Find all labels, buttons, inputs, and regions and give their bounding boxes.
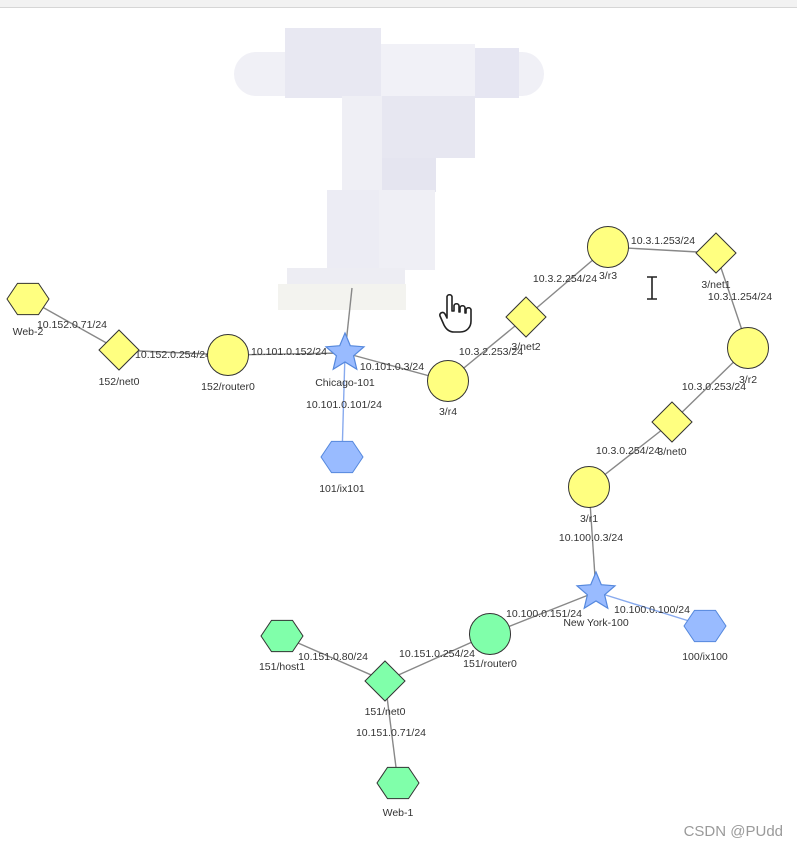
node-net151[interactable]: 151/net0 [364,660,406,718]
node-r1[interactable]: 3/r1 [568,466,610,526]
edge-label: 10.3.1.253/24 [631,235,695,247]
diamond-node-shape[interactable] [505,296,547,338]
node-ix100[interactable]: 100/ix100 [682,609,728,663]
circle-node-shape[interactable] [427,360,469,402]
edge-label: 10.152.0.71/24 [37,319,107,331]
node-label: 3/r4 [439,406,457,418]
node-r4[interactable]: 3/r4 [427,360,469,419]
hexagon-node-shape[interactable] [683,609,727,643]
node-net2[interactable]: 3/net2 [505,296,547,353]
edge-label: 10.3.2.253/24 [459,346,523,358]
node-label: 151/router0 [463,658,517,670]
edge-label: 10.100.0.3/24 [559,532,623,544]
node-label: New York-100 [563,617,629,629]
edge-label: 10.100.0.100/24 [614,604,690,616]
edge-label: 10.3.1.254/24 [708,291,772,303]
node-label: 3/r3 [599,270,617,282]
edge-newyork-ix100 [595,591,706,627]
node-label: 101/ix101 [319,483,365,495]
node-web1[interactable]: Web-1 [376,766,420,819]
edge-label: 10.151.0.254/24 [399,648,475,660]
diamond-node-shape[interactable] [651,401,693,443]
edge-label: 10.3.0.254/24 [596,445,660,457]
circle-node-shape[interactable] [568,466,610,508]
node-label: 3/net1 [701,279,730,291]
diamond-node-shape[interactable] [98,329,140,371]
node-router151[interactable]: 151/router0 [463,613,517,671]
node-label: 3/r2 [739,374,757,386]
text-cursor-icon [647,276,657,300]
node-r3[interactable]: 3/r3 [587,226,629,283]
node-label: 151/net0 [365,706,406,718]
browser-top-bar [0,0,797,8]
diamond-node-shape[interactable] [364,660,406,702]
node-net152[interactable]: 152/net0 [98,329,140,388]
hexagon-node-shape[interactable] [260,619,304,653]
edge-label: 10.101.0.3/24 [360,361,424,373]
node-host151[interactable]: 151/host1 [259,619,305,673]
node-label: 100/ix100 [682,651,728,663]
node-label: Chicago-101 [315,377,375,389]
edge-label: 10.3.2.254/24 [533,273,597,285]
edge-label: 10.151.0.71/24 [356,727,426,739]
node-label: 3/net0 [657,446,686,458]
edge-label: 10.101.0.152/24 [251,346,327,358]
node-net0[interactable]: 3/net0 [651,401,693,458]
node-label: 3/net2 [511,341,540,353]
node-net1[interactable]: 3/net1 [695,232,737,291]
node-ix101[interactable]: 101/ix101 [319,440,365,495]
diamond-node-shape[interactable] [695,232,737,274]
edge-host151-net151 [281,635,386,682]
hexagon-node-shape[interactable] [6,282,50,316]
circle-node-shape[interactable] [727,327,769,369]
node-chicago[interactable]: Chicago-101 [315,331,375,389]
redacted-region [234,28,544,310]
node-label: 152/router0 [201,381,255,393]
edge-label: 10.101.0.101/24 [306,399,382,411]
node-web2[interactable]: Web-2 [6,282,50,338]
edge-label: 10.3.0.253/24 [682,381,746,393]
hand-pointer-cursor-icon [439,294,472,333]
edge-label: 10.151.0.80/24 [298,651,368,663]
star-node-shape[interactable] [575,570,617,610]
circle-node-shape[interactable] [587,226,629,268]
edge-chicago-ix101 [341,352,346,458]
star-node-shape[interactable] [324,331,366,371]
node-newyork[interactable]: New York-100 [563,570,629,629]
hexagon-node-shape[interactable] [376,766,420,800]
circle-node-shape[interactable] [469,613,511,655]
hexagon-node-shape[interactable] [320,440,364,474]
circle-node-shape[interactable] [207,334,249,376]
node-label: Web-1 [383,807,414,819]
node-label: 3/r1 [580,513,598,525]
edge-label: 10.100.0.151/24 [506,608,582,620]
node-label: Web-2 [13,326,44,338]
edge-label: 10.152.0.254/24 [135,349,211,361]
node-label: 151/host1 [259,661,305,673]
node-r2[interactable]: 3/r2 [727,327,769,387]
csdn-watermark: CSDN @PUdd [683,823,783,840]
node-label: 152/net0 [99,376,140,388]
node-router152[interactable]: 152/router0 [201,334,255,394]
